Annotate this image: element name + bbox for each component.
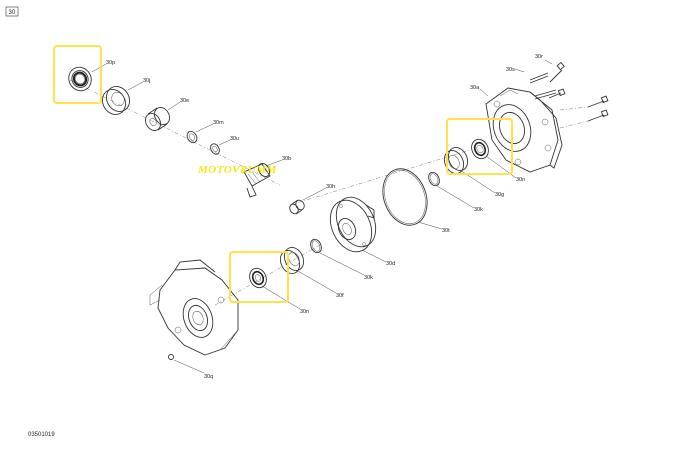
callout-30g: 30g	[495, 192, 504, 198]
seal-30n-upper	[471, 138, 489, 160]
seal-30n-lower	[249, 267, 267, 289]
seal-30p	[68, 66, 92, 92]
callout-30q: 30q	[204, 374, 213, 380]
bearing-30j	[102, 86, 130, 115]
callout-30h-1: 30h	[326, 184, 335, 190]
callout-30k-upper: 30k	[474, 207, 483, 213]
ring-30k-lower	[310, 238, 322, 254]
callout-30a: 30a	[470, 85, 480, 91]
housing-cover-30a	[485, 87, 563, 173]
ring-30k-upper	[428, 171, 440, 187]
watermark-text: MOTOVRUMM	[197, 164, 278, 176]
callout-30n-upper: 30n	[516, 177, 525, 183]
axis-line-middle	[289, 149, 471, 206]
washer-30u	[210, 143, 220, 155]
callout-30u: 30u	[230, 136, 239, 142]
highlight-box-seal-30n-upper	[446, 118, 513, 175]
axis-line-upper	[69, 79, 281, 186]
callout-30n-lower: 30n	[300, 309, 309, 315]
callout-30p: 30p	[106, 60, 115, 66]
hub-30d	[329, 196, 377, 253]
spacer-30e	[145, 107, 170, 131]
gearcase-housing	[149, 259, 239, 356]
callout-30d: 30d	[386, 261, 395, 267]
callout-30t: 30t	[442, 228, 450, 234]
callout-30b: 30b	[282, 156, 291, 162]
shaft-30b	[243, 162, 271, 198]
studs-30s	[529, 72, 557, 100]
callout-30j: 30j	[143, 78, 150, 84]
bolt-30r	[549, 61, 565, 83]
plug-30q	[168, 354, 174, 360]
highlight-box-seal-30n-lower	[229, 251, 289, 303]
callout-30s: 30s	[506, 67, 515, 73]
document-id: 03501019	[28, 432, 55, 438]
figure-number: 30	[9, 10, 16, 16]
o-ring-30t	[382, 168, 428, 226]
callout-30k-lower: 30k	[364, 275, 373, 281]
bearing-30f	[279, 247, 305, 274]
figure-number-box	[5, 6, 19, 17]
bushing-30h	[289, 199, 305, 215]
callout-30r: 30r	[535, 54, 543, 60]
highlight-box-seal-30p	[53, 45, 102, 104]
washer-30m	[186, 130, 198, 144]
callout-30m: 30m	[213, 120, 224, 126]
callout-30f: 30f	[336, 293, 344, 299]
bolts-30c	[548, 88, 609, 122]
ring-30g	[443, 147, 469, 174]
callout-30e: 30e	[180, 98, 189, 104]
